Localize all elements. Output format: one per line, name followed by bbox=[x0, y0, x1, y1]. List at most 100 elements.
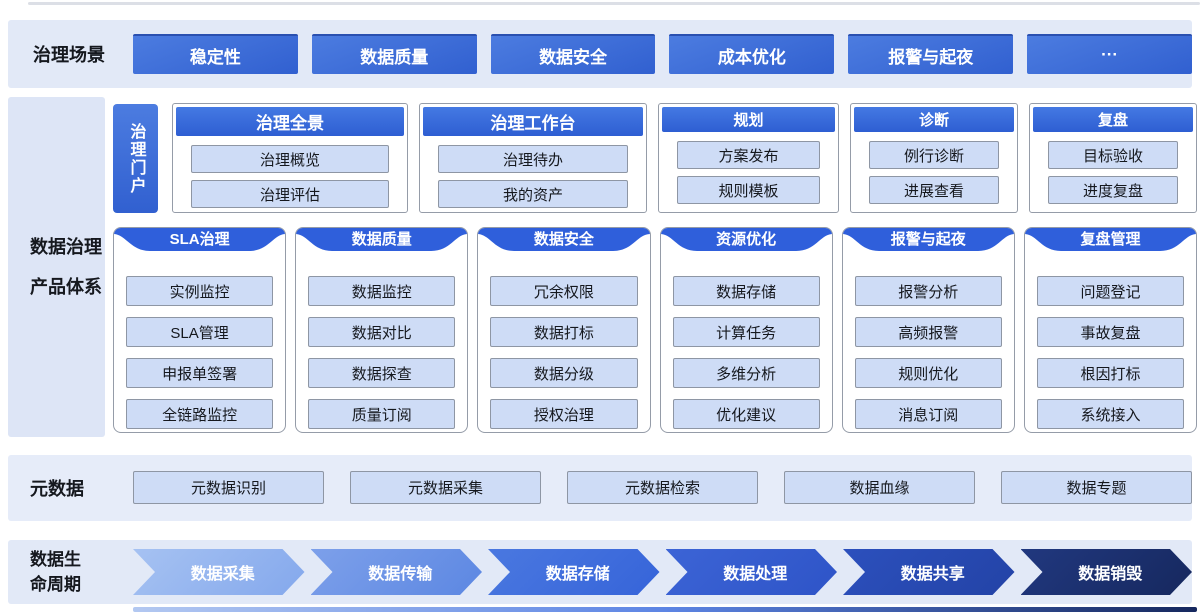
metadata-button-row: 元数据识别元数据采集元数据检索数据血缘数据专题 bbox=[133, 471, 1192, 504]
product-card-ribbon bbox=[1024, 228, 1197, 257]
product-card: 报警与起夜报警分析高频报警规则优化消息订阅 bbox=[841, 227, 1015, 433]
product-card-items: 数据存储计算任务多维分析优化建议 bbox=[672, 276, 820, 429]
portal-item-button[interactable]: 我的资产 bbox=[438, 180, 628, 208]
product-card-items: 冗余权限数据打标数据分级授权治理 bbox=[490, 276, 638, 429]
product-card-ribbon bbox=[478, 228, 650, 257]
product-card: SLA治理实例监控 SLA管理申报单签署全链路监控 bbox=[113, 227, 287, 433]
product-card-ribbon bbox=[660, 228, 832, 257]
portal-item-button[interactable]: 例行诊断 bbox=[869, 141, 999, 169]
metadata-button[interactable]: 元数据采集 bbox=[350, 471, 541, 504]
product-item-button[interactable]: 全链路监控 bbox=[126, 399, 274, 429]
scenario-button[interactable]: ··· bbox=[1027, 34, 1192, 74]
metadata-button[interactable]: 数据专题 bbox=[1001, 471, 1192, 504]
product-item-button[interactable]: 优化建议 bbox=[672, 399, 820, 429]
product-item-button[interactable]: 冗余权限 bbox=[490, 276, 638, 306]
product-card-title: 数据安全 bbox=[533, 231, 594, 248]
scenario-button[interactable]: 数据质量 bbox=[311, 34, 477, 74]
portal-card-title: 治理工作台 bbox=[423, 107, 643, 136]
ribbon-shape bbox=[114, 228, 286, 251]
portal-card: 规划方案发布规则模板 bbox=[658, 103, 839, 213]
product-system-section: 数据治理 产品体系 bbox=[8, 97, 105, 437]
portal-card-items: 治理待办我的资产 bbox=[423, 136, 643, 212]
product-item-button[interactable]: 报警分析 bbox=[854, 276, 1002, 306]
portal-item-button[interactable]: 治理待办 bbox=[438, 145, 628, 173]
product-card-ribbon bbox=[842, 228, 1014, 257]
product-card-title: 数据质量 bbox=[351, 231, 412, 248]
portal-card-items: 方案发布规则模板 bbox=[662, 132, 835, 212]
metadata-button[interactable]: 数据血缘 bbox=[784, 471, 975, 504]
product-item-button[interactable]: 数据探查 bbox=[308, 358, 456, 388]
product-item-button[interactable]: SLA管理 bbox=[126, 317, 274, 347]
lifecycle-stage-arrow[interactable]: 数据销毁 bbox=[1021, 549, 1193, 595]
portal-item-button[interactable]: 进展查看 bbox=[869, 176, 999, 204]
ribbon-shape bbox=[1024, 228, 1197, 251]
product-item-button[interactable]: 数据存储 bbox=[672, 276, 820, 306]
product-item-button[interactable]: 实例监控 bbox=[126, 276, 274, 306]
product-card-ribbon bbox=[296, 228, 468, 257]
product-item-button[interactable]: 消息订阅 bbox=[854, 399, 1002, 429]
product-item-button[interactable]: 事故复盘 bbox=[1036, 317, 1185, 347]
product-item-button[interactable]: 数据监控 bbox=[308, 276, 456, 306]
portal-item-button[interactable]: 治理概览 bbox=[191, 145, 389, 173]
scenario-button[interactable]: 成本优化 bbox=[669, 34, 835, 74]
ribbon-shape bbox=[842, 228, 1014, 251]
product-item-button[interactable]: 数据打标 bbox=[490, 317, 638, 347]
product-card-items: 报警分析高频报警规则优化消息订阅 bbox=[854, 276, 1002, 429]
product-card: 数据安全冗余权限数据打标数据分级授权治理 bbox=[477, 227, 651, 433]
product-card-title: SLA治理 bbox=[169, 231, 230, 248]
portal-item-button[interactable]: 规则模板 bbox=[677, 176, 820, 204]
product-item-button[interactable]: 数据分级 bbox=[490, 358, 638, 388]
product-system-label-line2: 产品体系 bbox=[30, 277, 102, 297]
lifecycle-stage-row: 数据采集数据传输数据存储数据处理数据共享数据销毁 bbox=[133, 549, 1192, 595]
product-item-button[interactable]: 数据对比 bbox=[308, 317, 456, 347]
lifecycle-stage-arrow[interactable]: 数据存储 bbox=[488, 549, 660, 595]
lifecycle-stage-arrow[interactable]: 数据采集 bbox=[133, 549, 305, 595]
lifecycle-section-label: 数据生 命周期 bbox=[30, 547, 81, 597]
product-card-title: 资源优化 bbox=[716, 231, 777, 248]
lifecycle-stage-arrow[interactable]: 数据共享 bbox=[843, 549, 1015, 595]
scenarios-section-label: 治理场景 bbox=[33, 45, 105, 65]
portal-item-button[interactable]: 进度复盘 bbox=[1048, 176, 1178, 204]
product-item-button[interactable]: 问题登记 bbox=[1036, 276, 1185, 306]
portal-card-title: 复盘 bbox=[1033, 107, 1193, 132]
lifecycle-stage-arrow[interactable]: 数据传输 bbox=[311, 549, 483, 595]
product-item-button[interactable]: 授权治理 bbox=[490, 399, 638, 429]
bottom-accent-strip bbox=[133, 607, 1197, 612]
lifecycle-stage-arrow[interactable]: 数据处理 bbox=[666, 549, 838, 595]
product-item-button[interactable]: 质量订阅 bbox=[308, 399, 456, 429]
portal-card-title: 治理全景 bbox=[176, 107, 404, 136]
portal-card: 治理全景治理概览治理评估 bbox=[172, 103, 408, 213]
product-item-button[interactable]: 申报单签署 bbox=[126, 358, 274, 388]
portal-card-items: 例行诊断进展查看 bbox=[854, 132, 1014, 212]
product-item-button[interactable]: 计算任务 bbox=[672, 317, 820, 347]
product-item-button[interactable]: 多维分析 bbox=[672, 358, 820, 388]
product-item-button[interactable]: 规则优化 bbox=[854, 358, 1002, 388]
product-system-label-line1: 数据治理 bbox=[30, 237, 102, 257]
metadata-button[interactable]: 元数据识别 bbox=[133, 471, 324, 504]
product-system-label: 数据治理 产品体系 bbox=[30, 227, 102, 307]
top-divider bbox=[28, 2, 1200, 5]
portal-badge: 治理门户 bbox=[113, 104, 158, 213]
metadata-section-label: 元数据 bbox=[30, 479, 84, 499]
portal-card-row: 治理全景治理概览治理评估治理工作台治理待办我的资产规划方案发布规则模板诊断例行诊… bbox=[172, 103, 1197, 213]
portal-card-title: 规划 bbox=[662, 107, 835, 132]
ribbon-shape bbox=[660, 228, 832, 251]
product-card-title: 复盘管理 bbox=[1080, 231, 1141, 248]
product-card-ribbon bbox=[114, 228, 286, 257]
metadata-button[interactable]: 元数据检索 bbox=[567, 471, 758, 504]
scenario-button[interactable]: 报警与起夜 bbox=[848, 34, 1014, 74]
portal-item-button[interactable]: 治理评估 bbox=[191, 180, 389, 208]
product-item-button[interactable]: 系统接入 bbox=[1036, 399, 1185, 429]
ribbon-shape bbox=[478, 228, 650, 251]
scenario-button[interactable]: 稳定性 bbox=[133, 34, 298, 74]
product-item-button[interactable]: 高频报警 bbox=[854, 317, 1002, 347]
scenario-button[interactable]: 数据安全 bbox=[490, 34, 656, 74]
portal-item-button[interactable]: 目标验收 bbox=[1048, 141, 1178, 169]
product-card: 复盘管理问题登记事故复盘根因打标系统接入 bbox=[1023, 227, 1198, 433]
product-item-button[interactable]: 根因打标 bbox=[1036, 358, 1185, 388]
portal-item-button[interactable]: 方案发布 bbox=[677, 141, 820, 169]
product-card: 资源优化数据存储计算任务多维分析优化建议 bbox=[659, 227, 833, 433]
product-card-items: 问题登记事故复盘根因打标系统接入 bbox=[1036, 276, 1185, 429]
product-card-title: 报警与起夜 bbox=[890, 231, 966, 248]
lifecycle-label-line1: 数据生 bbox=[30, 550, 81, 569]
